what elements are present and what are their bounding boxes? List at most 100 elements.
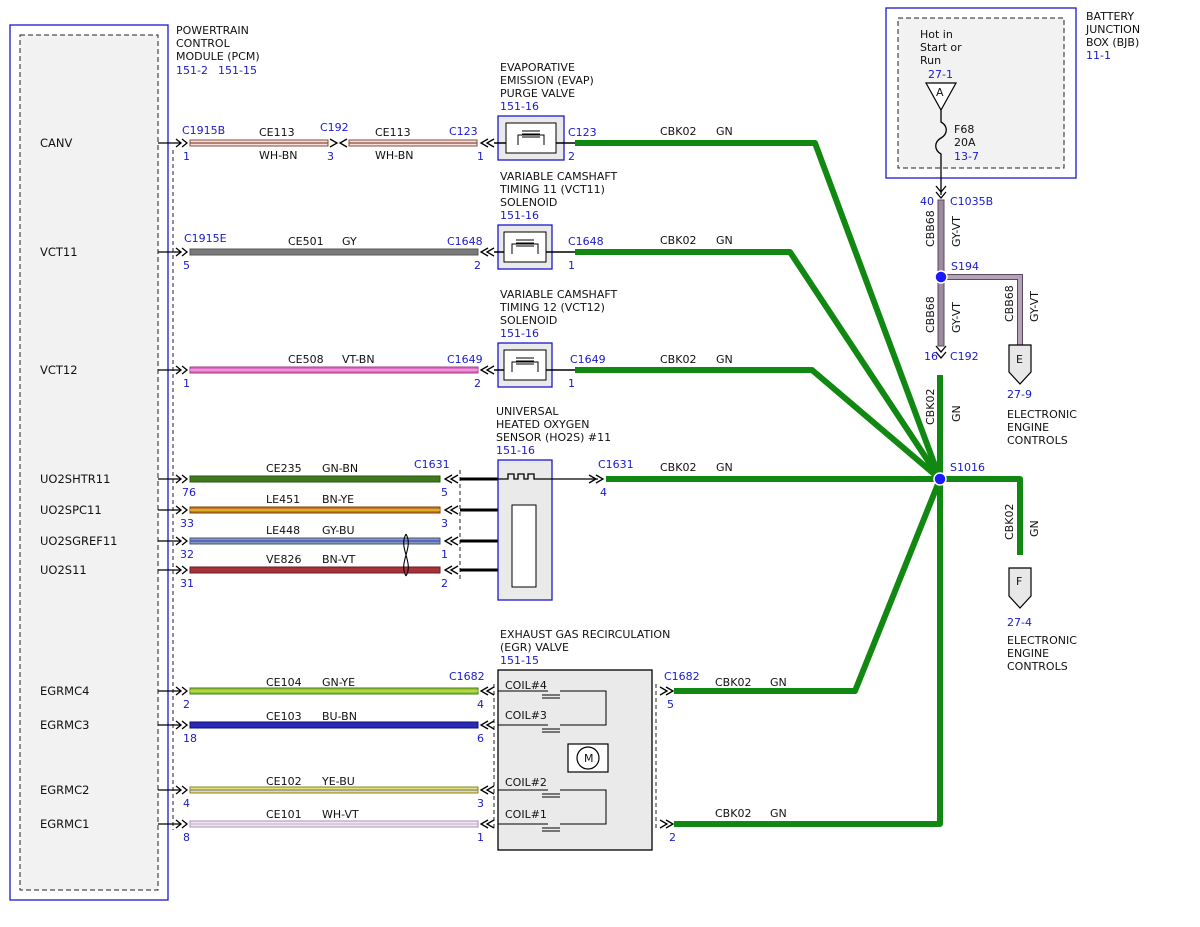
svg-text:YE-BU: YE-BU [321,775,355,788]
svg-text:76: 76 [182,486,196,499]
svg-text:CBK02: CBK02 [715,676,751,689]
svg-text:Start or: Start or [920,41,962,54]
svg-text:GN: GN [1028,520,1041,537]
svg-text:CBK02: CBK02 [715,807,751,820]
battery-junction-box: Hot in Start or Run 27-1 A F68 20A 13-7 [885,7,1077,195]
splice-s1016 [933,472,947,486]
svg-text:3: 3 [327,150,334,163]
svg-text:18: 18 [183,732,197,745]
svg-text:3: 3 [441,517,448,530]
signal-canv: CANV [40,136,72,150]
signal-egrmc3: EGRMC3 [40,718,89,732]
svg-text:2: 2 [669,831,676,844]
svg-text:TIMING 12 (VCT12): TIMING 12 (VCT12) [499,301,605,314]
svg-text:Hot in: Hot in [920,28,953,41]
svg-text:VE826: VE826 [266,553,301,566]
svg-text:GN: GN [950,405,963,422]
connector-c1915b: C1915B [182,124,225,137]
ground-wires [575,140,1023,827]
svg-text:2: 2 [474,377,481,390]
svg-text:TIMING 11 (VCT11): TIMING 11 (VCT11) [499,183,605,196]
svg-text:151-16: 151-16 [500,209,539,222]
svg-text:1: 1 [183,150,190,163]
svg-text:UNIVERSAL: UNIVERSAL [496,405,559,418]
svg-text:151-2: 151-2 [176,64,208,77]
svg-text:GN: GN [716,461,733,474]
svg-text:CONTROLS: CONTROLS [1007,434,1068,447]
connector-c192-top: C192 [320,121,349,134]
svg-text:GN: GN [770,676,787,689]
connector-c1649-in: C1649 [447,353,483,366]
splice-s194 [934,270,948,284]
pcm-signal-labels: CANV VCT11 VCT12 UO2SHTR11 UO2SPC11 UO2S… [40,136,118,831]
svg-text:ELECTRONIC: ELECTRONIC [1007,634,1077,647]
egr-coil1-label: COIL#1 [505,808,547,821]
splice-s194-label: S194 [951,260,979,273]
svg-text:11-1: 11-1 [1086,49,1111,62]
svg-text:2: 2 [183,698,190,711]
svg-text:8: 8 [183,831,190,844]
svg-text:VARIABLE CAMSHAFT: VARIABLE CAMSHAFT [500,288,617,301]
svg-text:40: 40 [920,195,934,208]
signal-vct12: VCT12 [40,363,78,377]
svg-text:5: 5 [183,259,190,272]
svg-text:GY: GY [342,235,357,248]
egr-coil3-label: COIL#3 [505,709,547,722]
svg-text:CE235: CE235 [266,462,302,475]
svg-text:(EGR) VALVE: (EGR) VALVE [500,641,569,654]
svg-text:EXHAUST GAS RECIRCULATION: EXHAUST GAS RECIRCULATION [500,628,670,641]
svg-text:LE448: LE448 [266,524,300,537]
signal-uo2s11: UO2S11 [40,563,87,577]
svg-text:GN-BN: GN-BN [322,462,358,475]
pcm-title: POWERTRAIN CONTROL MODULE (PCM) 151-2 15… [176,24,260,77]
svg-text:CBB68: CBB68 [924,210,937,247]
svg-text:4: 4 [477,698,484,711]
svg-text:GN: GN [770,807,787,820]
c192-male-pin [329,138,339,148]
signal-egrmc1: EGRMC1 [40,817,89,831]
pcm-module [9,24,169,901]
evap-purge-valve: EVAPORATIVE EMISSION (EVAP) PURGE VALVE … [494,61,594,161]
signal-vct11: VCT11 [40,245,78,259]
svg-text:VARIABLE CAMSHAFT: VARIABLE CAMSHAFT [500,170,617,183]
svg-text:1: 1 [441,548,448,561]
svg-text:CONTROLS: CONTROLS [1007,660,1068,673]
svg-text:CE102: CE102 [266,775,302,788]
svg-text:4: 4 [600,486,607,499]
wire-canv-b [348,139,478,147]
svg-text:EMISSION (EVAP): EMISSION (EVAP) [500,74,594,87]
signal-egrmc4: EGRMC4 [40,684,89,698]
svg-text:CONTROL: CONTROL [176,37,231,50]
pcm-stubs [158,142,180,825]
ho2s-connector-pins [443,474,459,575]
svg-text:CBK02: CBK02 [924,389,937,425]
svg-text:6: 6 [477,732,484,745]
svg-text:ENGINE: ENGINE [1007,647,1049,660]
svg-text:HEATED OXYGEN: HEATED OXYGEN [496,418,589,431]
wire-ho2s-htr [189,475,441,483]
svg-text:GN: GN [716,234,733,247]
canv-a-color: WH-BN [259,149,298,162]
svg-text:20A: 20A [954,136,976,149]
svg-text:33: 33 [180,517,194,530]
svg-text:GN: GN [716,353,733,366]
signal-uo2spc11: UO2SPC11 [40,503,102,517]
connector-c192-right: C192 [950,350,979,363]
egr-motor-icon: M [567,743,609,773]
ho2s-sensor: UNIVERSAL HEATED OXYGEN SENSOR (HO2S) #1… [496,405,611,601]
svg-text:151-16: 151-16 [496,444,535,457]
svg-text:LE451: LE451 [266,493,300,506]
svg-text:GY-VT: GY-VT [950,216,963,247]
svg-text:151-16: 151-16 [500,100,539,113]
svg-text:16: 16 [924,350,938,363]
connector-c1648-out: C1648 [568,235,604,248]
connector-c1682-out: C1682 [664,670,700,683]
svg-text:POWERTRAIN: POWERTRAIN [176,24,249,37]
vct12-solenoid: VARIABLE CAMSHAFT TIMING 12 (VCT12) SOLE… [494,288,617,388]
svg-text:GY-BU: GY-BU [322,524,355,537]
signal-egrmc2: EGRMC2 [40,783,89,797]
svg-text:BN-VT: BN-VT [322,553,356,566]
svg-text:32: 32 [180,548,194,561]
svg-text:CBB68: CBB68 [924,296,937,333]
